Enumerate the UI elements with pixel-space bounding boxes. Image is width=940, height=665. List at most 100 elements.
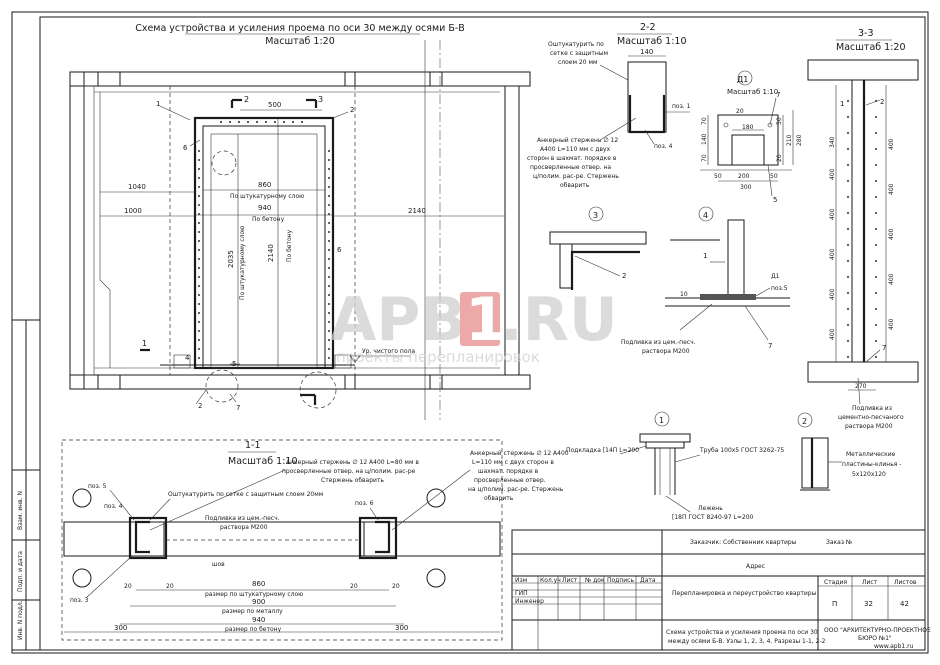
watermark-apb: APB: [330, 285, 466, 355]
sec22-title: 2-2: [640, 22, 656, 33]
dim-1040: 1040: [128, 183, 146, 191]
anchor-rows: [198, 121, 330, 360]
sec11-shov: шов: [212, 561, 225, 568]
dim-2035: 2035: [227, 250, 235, 268]
sec22-plaster-2: сетке с защитным: [550, 50, 608, 57]
plan-pos-2b: 2: [198, 402, 202, 410]
sec11-anchor-l-2: просверленные отвер. на ц/полим. рас-ре: [282, 468, 416, 475]
tb-sheets-h: Листов: [894, 579, 917, 586]
sec11-anchor-r-2: L=110 мм с двух сторон в: [472, 459, 554, 466]
d1-dim-11: 280: [796, 134, 803, 146]
sec33-dim-0: 340: [829, 136, 836, 148]
node1-shelf: Подкладка [14П L=200: [566, 447, 639, 454]
sheet-frame: [11, 11, 929, 654]
sec11-anchor-r-4: просверленные отвер.: [474, 477, 546, 484]
d1-pos-7: 7: [776, 91, 780, 99]
cut-mark-1: 1: [142, 339, 147, 348]
dim-940-note: По бетону: [252, 216, 285, 223]
sec22-plaster-1: Оштукатурить по: [548, 41, 604, 48]
section-1-1: 1-1 Масштаб 1:10 Анкерный стержень ∅ 12 …: [61, 439, 569, 641]
d1-dim-2: 50: [714, 173, 722, 180]
tb-col-list: Лист: [562, 577, 578, 584]
d1-dim-6: 70: [701, 117, 708, 125]
node2-num: 2: [802, 417, 807, 426]
tb-engineer: Инженер: [515, 598, 544, 605]
sec22-anchor-2: А400 L=110 мм с двух: [540, 146, 611, 153]
tb-col-sign: Подпись: [607, 577, 634, 584]
dim-2140-v-note: По бетону: [286, 229, 293, 262]
tb-sheet: 32: [864, 600, 873, 608]
sec33-dim-r3: 400: [888, 273, 895, 285]
tb-stage-h: Стадия: [824, 579, 847, 586]
tb-customer: Заказчик: Собственник квартиры: [690, 539, 797, 546]
section-3-3: 3-3 Масштаб 1:20 340 400 400 400 400 400…: [807, 28, 919, 430]
sec33-note-3: раствора М200: [845, 423, 893, 430]
plan-pos-6: 6: [183, 144, 188, 152]
sec11-anchor-r-3: шахмат. порядке в: [478, 468, 539, 475]
floor-level-marker: Ур. чистого пола: [349, 348, 415, 363]
node4-pos-7: 7: [768, 342, 772, 350]
d1-dim-7: 140: [701, 133, 708, 145]
sec11-anchor-r-6: обварить: [484, 495, 514, 502]
sec33-dim-5: 400: [829, 328, 836, 340]
d1-dim-1: 20: [736, 108, 744, 115]
sec11-d940-note: размер по бетону: [225, 626, 282, 633]
side-repl-label: Взам. инв. N: [17, 491, 24, 530]
cut-mark-2: 2: [244, 95, 249, 104]
side-inv-label: Инв. N подл.: [17, 600, 24, 640]
sec11-d20d: 20: [392, 583, 400, 590]
sec11-scale: Масштаб 1:10: [228, 456, 298, 467]
node-1: 1 Подкладка [14П L=200 Труба 100x5 ГОСТ …: [566, 411, 784, 521]
tb-col-date: Дата: [640, 577, 656, 584]
sec33-dim-270: 270: [855, 383, 867, 390]
node-2: 2 Металлические пластины-клинья - 5x120x…: [797, 412, 901, 491]
tb-stage: П: [832, 600, 837, 608]
d1-dim-3: 200: [738, 173, 750, 180]
dim-2035-note: По штукатурному слою: [239, 226, 246, 300]
d1-dim-8: 70: [701, 154, 708, 162]
tb-col-doc: № док: [585, 577, 605, 584]
side-sign-label: Подп. и дата: [17, 551, 24, 592]
dim-1000: 1000: [124, 207, 142, 215]
node2-note-1: Металлические: [846, 451, 896, 458]
sec22-plaster-3: слоем 20 мм: [558, 59, 598, 66]
sec11-d900-note: размер по металлу: [222, 608, 283, 615]
sec22-poz1: поз. 1: [672, 103, 691, 110]
sec11-d900: 900: [252, 598, 265, 606]
sec11-d20a: 20: [124, 583, 132, 590]
sec33-dim-r0: 400: [888, 138, 895, 150]
node1-pipe: Труба 100x5 ГОСТ 3262-75: [699, 447, 784, 454]
cut-mark-3: 3: [318, 95, 323, 104]
sec11-poz6: поз. 6: [355, 500, 374, 507]
sec11-sub-2: раствора М200: [220, 524, 268, 531]
sec22-anchor-1: Анкерный стержень ∅ 12: [537, 137, 618, 144]
sec22-scale: Масштаб 1:10: [617, 36, 687, 47]
sec33-title: 3-3: [858, 28, 874, 39]
sec11-d940: 940: [252, 616, 265, 624]
sec22-anchor-3: сторон в шахмат. порядке в: [527, 155, 617, 162]
d1-dim-4: 50: [770, 173, 778, 180]
sec11-title: 1-1: [245, 440, 261, 451]
sec33-dim-1: 400: [829, 168, 836, 180]
d1-pos-5: 5: [773, 196, 777, 204]
watermark-one: 1: [465, 285, 507, 355]
floor-level-note: Ур. чистого пола: [362, 348, 415, 355]
node3-num: 3: [593, 211, 598, 220]
plan-pos-7: 7: [236, 404, 240, 412]
d1-title: Д1: [737, 75, 748, 84]
sec33-pos-2: 2: [880, 98, 884, 106]
tb-company-2: БЮРО №1": [858, 635, 892, 642]
tb-project: Перепланировка и переустройство квартиры: [672, 590, 817, 597]
sec11-anchor-l-1: Анкерный стержень ∅ 12 А400 L=80 мм в: [286, 459, 419, 466]
tb-drawing-1: Схема устройства и усиления проема по ос…: [666, 629, 818, 636]
d1-scale: Масштаб 1:10: [727, 88, 778, 96]
sec33-note-2: цементно-песчаного: [838, 414, 904, 421]
tb-order: Заказ №: [826, 539, 852, 546]
sec33-dim-r1: 400: [888, 183, 895, 195]
d1-dim-9: 50: [776, 117, 783, 125]
sec33-dim-r4: 400: [888, 318, 895, 330]
node-3: 3 2: [549, 206, 647, 290]
section-marks: 2 3 1: [140, 95, 323, 405]
plan-pos-1: 1: [156, 100, 160, 108]
